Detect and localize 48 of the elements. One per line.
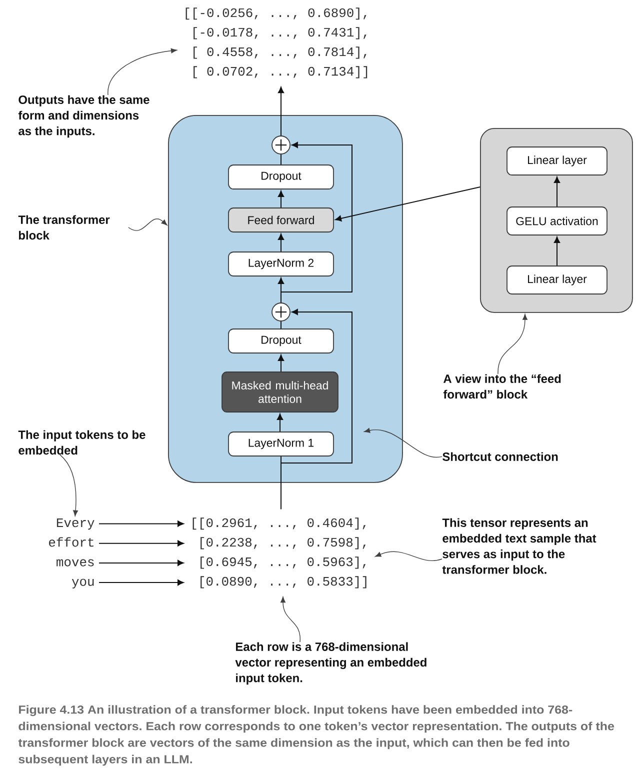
layer-box: Linear layer	[506, 146, 608, 176]
layer-box: Dropout	[228, 328, 334, 354]
leader-arrow	[108, 48, 177, 96]
layer-box: Masked multi-head attention	[222, 372, 338, 412]
leader-arrow	[280, 596, 300, 642]
arrow	[554, 236, 560, 266]
token-text: effort	[49, 537, 94, 547]
shortcut-arrow	[280, 142, 352, 304]
leader-arrow	[60, 454, 78, 516]
layer-box: LayerNorm 2	[228, 252, 334, 276]
layer-box: LayerNorm 1	[228, 432, 334, 456]
layer-box: Feed forward	[228, 208, 334, 232]
add-circle	[272, 302, 290, 322]
leader-arrow	[498, 314, 528, 374]
callout-text: Outputs have the same form and dimensions as the inputs.	[18, 95, 150, 138]
callout-text: A view into the “feed forward” block	[443, 374, 561, 399]
output-tensor: [[-0.0256, ..., 0.6890], [-0.0178, ..., 0.7431], [ 0.4558, ..., 0.7814], [ 0.0702, ..., 0.7134]]	[186, 8, 368, 78]
token-text: moves	[56, 559, 94, 566]
arrow	[554, 176, 560, 208]
callout-text: Each row is a 768-dimensional vector representing an embedded input token.	[235, 642, 426, 685]
callout-text: The input tokens to be embedded	[18, 430, 146, 455]
arrow	[98, 580, 184, 586]
arrow	[278, 190, 284, 208]
shortcut-arrow	[280, 308, 352, 510]
connector-line	[280, 320, 282, 330]
arrow	[98, 560, 184, 566]
callout-text: The transformer block	[18, 215, 110, 240]
arrow	[278, 354, 284, 372]
callout-text: This tensor represents an embedded text sample that serves as input to the transformer block.	[442, 518, 596, 574]
arrow	[278, 234, 284, 252]
input-tensor: [[0.2961, ..., 0.4604], [0.2238, ..., 0.7598], [0.6945, ..., 0.5963], [0.0890, ..., 0.5833]]	[192, 518, 366, 588]
layer-box: GELU activation	[506, 206, 608, 236]
arrow	[98, 540, 184, 546]
leader-arrow	[128, 218, 168, 231]
callout-text: Shortcut connection	[442, 452, 558, 461]
figure-caption: Figure 4.13 An illustration of a transformer block. Input tokens have been embedded into 768-dimensional vectors. Each row corresponds to one token’s vector representation. The outputs of the transformer block are vectors of the same dimension as the input, which can then be fed into subsequent layers in an LLM.	[18, 705, 614, 766]
connector-line	[280, 154, 282, 166]
token-text: Every	[56, 518, 94, 530]
layer-box: Dropout	[228, 164, 334, 190]
token-text: you	[72, 578, 94, 588]
leader-arrow	[364, 428, 442, 458]
arrow	[98, 520, 184, 527]
arrow	[335, 186, 480, 222]
leader-arrow	[375, 551, 442, 562]
arrow	[278, 86, 284, 136]
layer-box: Linear layer	[506, 266, 608, 294]
arrow	[276, 414, 284, 432]
add-circle	[272, 136, 290, 154]
